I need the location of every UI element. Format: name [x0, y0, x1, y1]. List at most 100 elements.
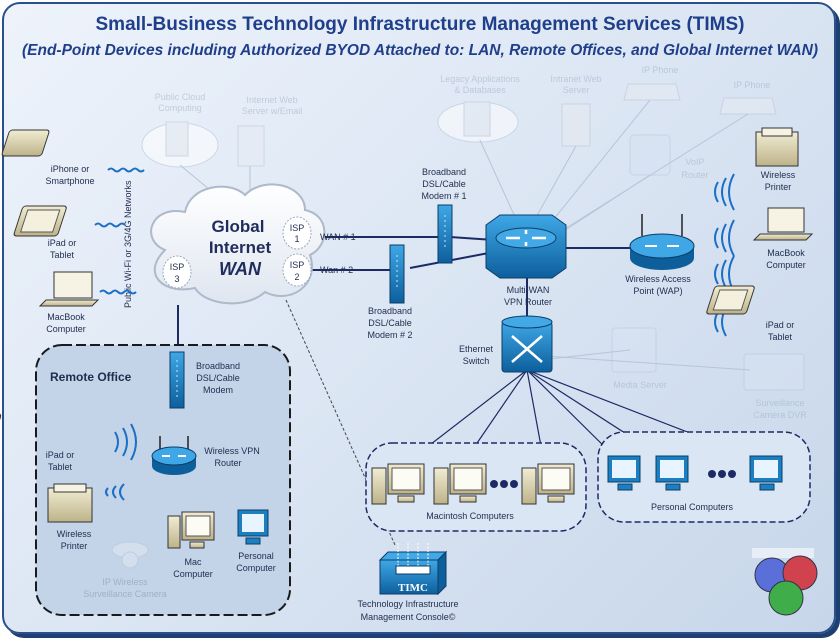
isp2-label-a: ISP — [290, 260, 305, 270]
modem1-label-3: Modem # 1 — [421, 191, 466, 201]
isp1-badge — [282, 216, 312, 250]
macbook-left-label-1: MacBook — [47, 312, 85, 322]
iphone-label-2: Smartphone — [45, 176, 94, 186]
remote-modem-icon — [169, 351, 185, 409]
public-cloud-label-2: Computing — [158, 103, 202, 113]
timc-badge-label: TIMC — [398, 582, 428, 594]
remote-cam-label-1: IP Wireless — [102, 577, 148, 587]
intranet-server-icon — [561, 103, 591, 147]
remote-printer-icon — [47, 483, 93, 523]
remote-mac-label-2: Computer — [173, 569, 213, 579]
remote-ipad-label-2: Tablet — [48, 462, 73, 472]
remote-modem-label-2: DSL/Cable — [196, 373, 240, 383]
isp1-label-b: 1 — [294, 234, 299, 244]
wireless-waves-left — [94, 167, 145, 295]
remote-wireless-waves — [105, 423, 137, 501]
ipad-icon — [13, 205, 67, 237]
modem1-label-1: Broadband — [422, 167, 466, 177]
faded-services: Public Cloud Computing Internet Web Serv… — [141, 65, 807, 420]
isp3-label-b: 3 — [174, 274, 179, 284]
macbook-left-label-2: Computer — [46, 324, 86, 334]
remote-printer-label-2: Printer — [61, 541, 88, 551]
web-server-icon — [237, 125, 265, 167]
web-server-label-2: Server w/Email — [242, 106, 303, 116]
remote-ipad-icon — [0, 413, 2, 445]
macbook-right-label-2: Computer — [766, 260, 806, 270]
legacy-label-2: & Databases — [454, 85, 506, 95]
remote-wireless-router-icon — [151, 436, 197, 475]
wan1-label: WAN # 1 — [320, 232, 356, 242]
intranet-label-2: Server — [563, 85, 590, 95]
switch-label-2: Switch — [463, 356, 490, 366]
remote-camera-icon — [111, 541, 149, 569]
public-cloud-label-1: Public Cloud — [155, 92, 206, 102]
modem2-label-2: DSL/Cable — [368, 318, 412, 328]
ellipsis-icon-pc — [708, 470, 736, 478]
mac-group-label: Macintosh Computers — [426, 511, 514, 521]
isp2-label-b: 2 — [294, 272, 299, 282]
ipad-label-2: Tablet — [50, 250, 75, 260]
pc-icon-3 — [749, 455, 783, 491]
ipad-label-1: iPad or — [48, 238, 77, 248]
modem1-icon — [437, 204, 453, 264]
modem2-label-3: Modem # 2 — [367, 330, 412, 340]
public-cloud-icon — [141, 121, 219, 168]
mac-computer-icon-3 — [521, 463, 575, 505]
ip-phone-label-2: IP Phone — [734, 80, 771, 90]
wifi-networks-label: Public Wi-Fi or 3G/4G Networks — [123, 180, 133, 308]
wireless-printer-icon-right — [755, 127, 799, 167]
wireless-access-point-icon — [629, 214, 695, 270]
pc-icon-2 — [655, 455, 689, 491]
macbook-icon-left — [38, 271, 100, 307]
isp3-label-a: ISP — [170, 262, 185, 272]
printer-right-label-1: Wireless — [761, 170, 796, 180]
ipad-right-label-2: Tablet — [768, 332, 793, 342]
remote-mac-label-1: Mac — [184, 557, 202, 567]
router-label-2: VPN Router — [504, 297, 552, 307]
isp3-badge — [162, 255, 192, 289]
pc-icon-1 — [607, 455, 641, 491]
remote-router-label-1: Wireless VPN — [204, 446, 260, 456]
ethernet-switch-icon — [501, 315, 553, 373]
wap-label-2: Point (WAP) — [633, 286, 682, 296]
macbook-icon-right — [752, 207, 814, 241]
pc-group-box — [597, 431, 811, 523]
macbook-right-label-1: MacBook — [767, 248, 805, 258]
ipad-icon-right — [706, 285, 755, 315]
timc-console-icon — [378, 543, 448, 596]
console-label-1: Technology Infrastructure — [357, 599, 458, 609]
mac-computer-icon-2 — [433, 463, 487, 505]
remote-office-box — [35, 344, 291, 616]
isp2-badge — [282, 253, 312, 287]
switch-label-1: Ethernet — [459, 344, 494, 354]
remote-mac-icon — [167, 511, 215, 549]
voip-router-icon — [629, 134, 671, 176]
surv-label-1: Surveillance — [755, 398, 804, 408]
remote-ipad-label-1: iPad or — [46, 450, 75, 460]
mac-computer-icon-1 — [371, 463, 425, 505]
ellipsis-icon-mac — [490, 480, 518, 488]
multi-wan-router-icon — [485, 214, 567, 279]
voip-label-2: Router — [681, 170, 708, 180]
web-server-label-1: Internet Web — [246, 95, 297, 105]
page-subtitle: (End-Point Devices including Authorized … — [22, 42, 818, 59]
ip-phone-icon-2 — [719, 97, 777, 115]
intranet-label-1: Intranet Web — [550, 74, 601, 84]
remote-router-label-2: Router — [214, 458, 241, 468]
media-server-icon — [611, 327, 657, 373]
printer-right-label-2: Printer — [765, 182, 792, 192]
media-server-label: Media Server — [613, 380, 667, 390]
iphone-icon — [1, 129, 50, 157]
remote-office-title: Remote Office — [50, 370, 132, 384]
global-internet-cloud — [150, 183, 326, 305]
remote-modem-label-1: Broadband — [196, 361, 240, 371]
remote-pc-icon — [237, 509, 269, 545]
modem1-label-2: DSL/Cable — [422, 179, 466, 189]
tims-logo — [752, 548, 818, 616]
surv-label-2: Camera DVR — [753, 410, 807, 420]
legacy-label-1: Legacy Applications — [440, 74, 520, 84]
iphone-label-1: iPhone or — [51, 164, 90, 174]
modem2-icon — [389, 244, 405, 304]
